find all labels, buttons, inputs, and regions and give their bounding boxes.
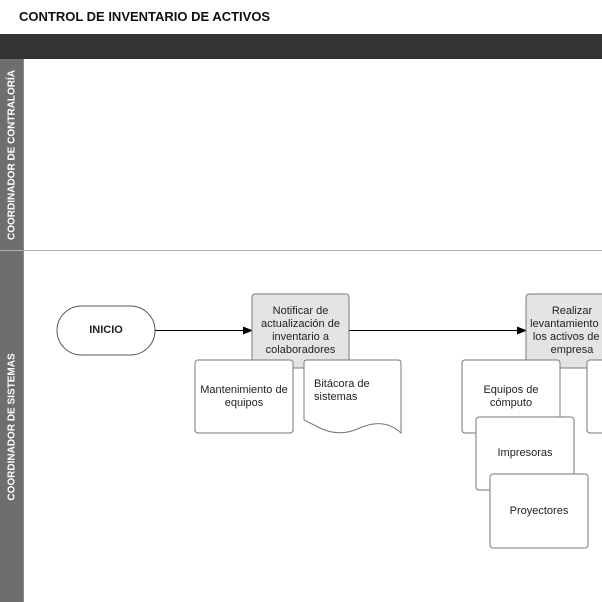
process-notificar[interactable]	[251, 293, 350, 369]
lane-border	[23, 59, 24, 602]
card-impresoras-label: Impresoras	[497, 447, 553, 459]
card-proyectores-label: Proyectores	[509, 504, 569, 517]
document-bitacora-label: Bitácora de sistemas	[314, 378, 370, 403]
process-realizar[interactable]	[525, 293, 602, 369]
start-label: INICIO	[89, 324, 123, 336]
header-bar	[0, 34, 602, 59]
process-realizar-text: Realizar levantamiento de los activos de…	[530, 305, 602, 356]
process-notificar-label: Notificar de actualización de inventario…	[261, 305, 340, 356]
lane-header-contraloria: COORDINADOR DE CONTRALORÍA	[0, 59, 24, 250]
card-offscreen[interactable]	[586, 359, 602, 434]
process-realizar-label: Realizar levantamiento de los activos de…	[528, 294, 602, 368]
card-equipos-label: Equipos de cómputo	[483, 383, 539, 409]
card-proyectores[interactable]	[489, 473, 589, 549]
document-bitacora[interactable]	[303, 359, 402, 435]
card-mantenimiento-label: Mantenimiento de equipos	[200, 383, 288, 409]
card-mantenimiento[interactable]	[194, 359, 294, 434]
lane-divider	[0, 250, 602, 251]
page-title: CONTROL DE INVENTARIO DE ACTIVOS	[19, 9, 271, 24]
